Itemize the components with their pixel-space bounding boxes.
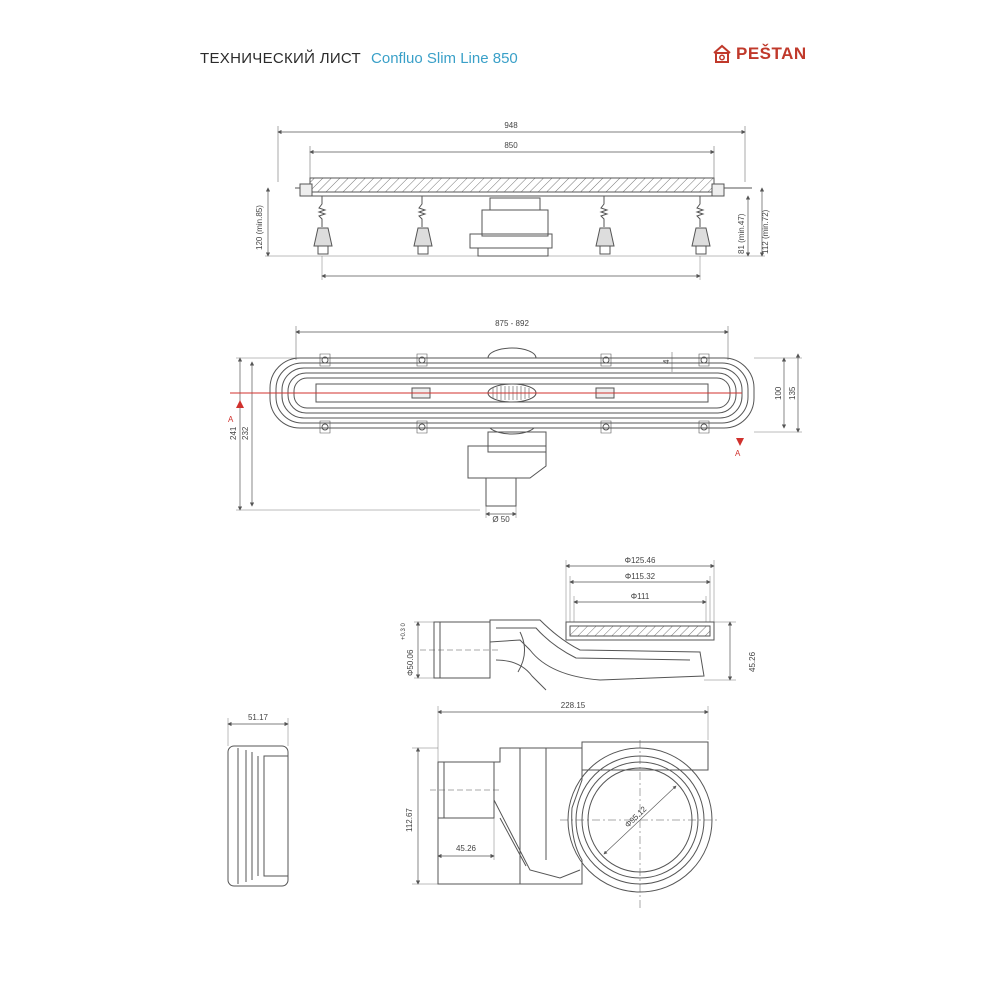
house-icon bbox=[713, 44, 731, 63]
dim-right-2: 135 bbox=[788, 386, 797, 400]
dim-siphon-height: 112.67 bbox=[405, 808, 414, 832]
doc-type-title: ТЕХНИЧЕСКИЙ ЛИСТ bbox=[200, 50, 362, 67]
siphon-top-view bbox=[412, 706, 720, 910]
dim-d1: Φ125.46 bbox=[625, 556, 656, 565]
dim-siphon-length: 228.15 bbox=[561, 701, 586, 710]
section-arrow-right-icon bbox=[736, 438, 744, 446]
dim-pipe-dia: Φ50.06 bbox=[406, 649, 415, 676]
foot-4 bbox=[691, 196, 711, 255]
product-name: Confluo Slim Line 850 bbox=[371, 50, 518, 67]
dim-adjust-range: 875 - 892 bbox=[495, 319, 529, 328]
section-label-right: A bbox=[735, 449, 741, 458]
dim-end-width: 51.17 bbox=[248, 713, 269, 722]
dim-section-height: 45.26 bbox=[748, 651, 757, 672]
dim-width-1: 241 bbox=[229, 426, 238, 440]
dim-right-1: 100 bbox=[774, 386, 783, 400]
dim-right-height-2: 112 (min.72) bbox=[761, 209, 770, 254]
foot-3 bbox=[595, 196, 615, 255]
dim-outlet-dia: Ø 50 bbox=[492, 515, 510, 524]
side-view bbox=[265, 126, 765, 280]
title-bar: ТЕХНИЧЕСКИЙ ЛИСТ Confluo Slim Line 850 bbox=[200, 50, 518, 74]
dim-left-height: 120 (min.85) bbox=[255, 205, 264, 250]
dim-d3: Φ111 bbox=[631, 592, 650, 601]
brand-name: PEŠTAN bbox=[736, 44, 807, 63]
section-arrow-left-icon bbox=[236, 400, 244, 408]
section-label-left: A bbox=[228, 415, 234, 424]
dim-tolerance: +0.3 0 bbox=[401, 622, 407, 640]
dim-bowl-dia: Φ95.12 bbox=[623, 804, 649, 829]
dim-channel-length: 850 bbox=[504, 141, 518, 150]
end-view bbox=[227, 718, 289, 887]
foot-2 bbox=[413, 196, 433, 255]
dim-right-height-1: 81 (min.47) bbox=[737, 213, 746, 254]
brand-logo: PEŠTAN bbox=[712, 44, 807, 64]
foot-1 bbox=[313, 196, 333, 255]
mounting-lugs bbox=[319, 353, 710, 434]
siphon-section-view bbox=[414, 560, 736, 691]
dim-width-2: 232 bbox=[241, 426, 250, 440]
dim-right-small: 4 bbox=[662, 359, 671, 364]
dim-outlet-length: 45.26 bbox=[456, 844, 477, 853]
dim-d2: Φ115.32 bbox=[625, 572, 656, 581]
top-view bbox=[236, 326, 802, 518]
dim-overall-length: 948 bbox=[504, 121, 518, 130]
